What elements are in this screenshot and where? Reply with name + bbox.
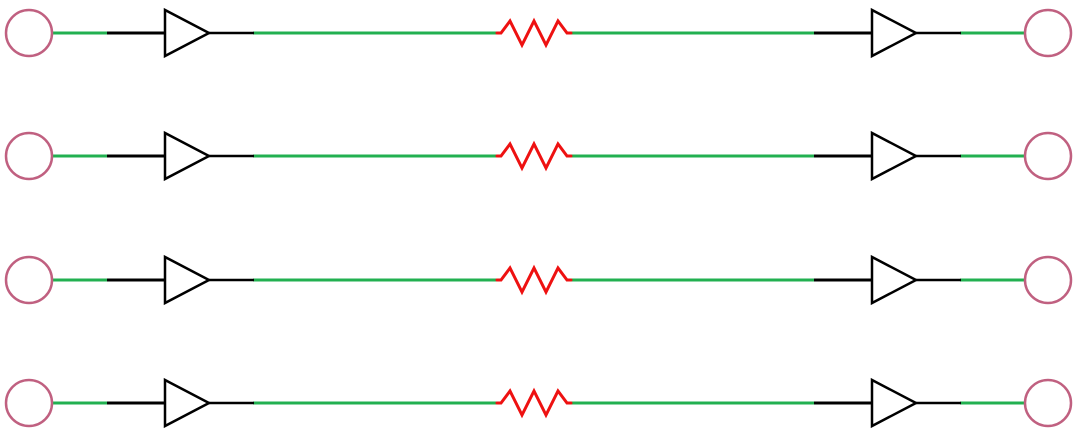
buffer-icon [163, 377, 212, 429]
buffer-icon [870, 254, 919, 306]
terminal-icon [4, 255, 54, 305]
terminal-icon [4, 8, 54, 58]
buffer-icon [870, 130, 919, 182]
circuit-row-1 [4, 7, 1073, 59]
resistor-icon [495, 140, 573, 172]
buffer-icon [870, 7, 919, 59]
buffer-icon [870, 377, 919, 429]
buffer-icon [163, 7, 212, 59]
circuit-row-3 [4, 254, 1073, 306]
resistor-icon [495, 264, 573, 296]
terminal-icon [1023, 378, 1073, 428]
terminal-icon [1023, 131, 1073, 181]
resistor-icon [495, 17, 573, 49]
circuit-row-4 [4, 377, 1073, 429]
terminal-icon [1023, 8, 1073, 58]
terminal-icon [4, 378, 54, 428]
circuit-row-2 [4, 130, 1073, 182]
buffer-icon [163, 254, 212, 306]
terminal-icon [4, 131, 54, 181]
resistor-icon [495, 387, 573, 419]
terminal-icon [1023, 255, 1073, 305]
buffer-icon [163, 130, 212, 182]
